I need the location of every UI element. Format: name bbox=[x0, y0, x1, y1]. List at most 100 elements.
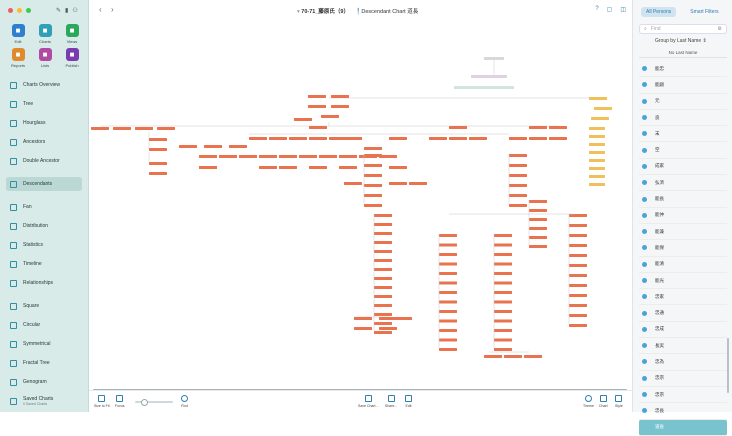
tile-lists[interactable]: ■Lists bbox=[33, 48, 57, 68]
tab-smart-filters[interactable]: Smart Filters bbox=[690, 9, 719, 15]
person-node[interactable] bbox=[249, 137, 267, 140]
sidebar-item-hourglass[interactable]: Hourglass bbox=[6, 116, 82, 130]
person-node[interactable] bbox=[157, 127, 175, 130]
sidebar-item-statistics[interactable]: Statistics bbox=[6, 238, 82, 252]
person-node[interactable] bbox=[494, 281, 512, 285]
person-node[interactable] bbox=[374, 313, 392, 316]
person-node[interactable] bbox=[331, 105, 349, 108]
person-row[interactable]: 忠通 bbox=[639, 305, 727, 322]
person-node[interactable] bbox=[319, 155, 337, 158]
person-node[interactable] bbox=[449, 137, 467, 140]
person-node[interactable] bbox=[509, 137, 527, 140]
person-node[interactable] bbox=[374, 214, 392, 217]
settings-icon[interactable]: ⚙ bbox=[717, 26, 722, 32]
person-node[interactable] bbox=[199, 166, 217, 169]
person-node[interactable] bbox=[374, 232, 392, 235]
sidebar-item-fan[interactable]: Fan bbox=[6, 200, 82, 214]
person-node[interactable] bbox=[364, 184, 382, 187]
person-node[interactable] bbox=[113, 127, 131, 130]
person-node[interactable] bbox=[439, 272, 457, 275]
person-node[interactable] bbox=[494, 234, 512, 237]
size-to-fit-button[interactable]: Size to Fit bbox=[94, 395, 110, 408]
sidebar-item-ancestors[interactable]: Ancestors bbox=[6, 135, 82, 149]
person-node[interactable] bbox=[439, 319, 457, 323]
person-row[interactable]: 能保 bbox=[639, 240, 727, 257]
person-row[interactable]: 能兼 bbox=[639, 224, 727, 241]
person-node[interactable] bbox=[309, 126, 327, 129]
tab-all-persons[interactable]: All Persons bbox=[641, 7, 677, 17]
person-node[interactable] bbox=[439, 348, 457, 351]
person-node[interactable] bbox=[569, 284, 587, 287]
sidebar-item-genogram[interactable]: Genogram bbox=[6, 375, 82, 389]
person-node[interactable] bbox=[509, 174, 527, 177]
zoom-window-button[interactable] bbox=[26, 8, 31, 13]
sidebar-item-tree[interactable]: Tree bbox=[6, 97, 82, 111]
person-row[interactable]: 道長 bbox=[639, 419, 727, 436]
person-node[interactable] bbox=[591, 117, 609, 120]
person-node[interactable] bbox=[589, 183, 605, 186]
person-node[interactable] bbox=[569, 264, 587, 267]
focus-button[interactable]: Focus bbox=[115, 395, 125, 408]
person-node[interactable] bbox=[509, 154, 527, 157]
zoom-slider[interactable] bbox=[135, 399, 173, 406]
group-by-select[interactable]: Group by Last Name ⇕ bbox=[655, 38, 707, 44]
person-node[interactable] bbox=[569, 254, 587, 257]
chart-canvas[interactable] bbox=[89, 22, 632, 390]
sidebar-right-icon[interactable]: ◫ bbox=[620, 7, 626, 13]
person-node[interactable] bbox=[509, 184, 527, 187]
person-node[interactable] bbox=[439, 243, 457, 247]
person-node[interactable] bbox=[339, 155, 357, 158]
person-node[interactable] bbox=[589, 127, 605, 130]
person-node[interactable] bbox=[374, 295, 392, 298]
person-node[interactable] bbox=[569, 234, 587, 237]
person-node[interactable] bbox=[364, 194, 382, 197]
person-node[interactable] bbox=[294, 118, 312, 121]
person-node[interactable] bbox=[344, 137, 362, 140]
person-node[interactable] bbox=[589, 143, 605, 146]
window-icon[interactable]: ▢ bbox=[606, 7, 613, 13]
theme-button[interactable]: Theme bbox=[583, 395, 594, 408]
person-node[interactable] bbox=[504, 355, 522, 358]
person-node[interactable] bbox=[179, 145, 197, 148]
person-node[interactable] bbox=[529, 236, 547, 239]
person-node[interactable] bbox=[309, 166, 327, 169]
person-node[interactable] bbox=[569, 314, 587, 317]
minimize-window-button[interactable] bbox=[17, 8, 22, 13]
person-row[interactable]: 能清 bbox=[639, 257, 727, 273]
person-node[interactable] bbox=[494, 291, 512, 294]
person-node[interactable] bbox=[524, 355, 542, 358]
person-row[interactable]: 長実 bbox=[639, 338, 727, 355]
person-node[interactable] bbox=[454, 86, 514, 89]
person-node[interactable] bbox=[529, 126, 547, 129]
person-node[interactable] bbox=[135, 127, 153, 130]
person-node[interactable] bbox=[379, 327, 397, 330]
person-node[interactable] bbox=[364, 174, 382, 177]
person-node[interactable] bbox=[529, 227, 547, 230]
person-node[interactable] bbox=[91, 127, 109, 130]
person-row[interactable]: 良 bbox=[639, 110, 727, 127]
person-node[interactable] bbox=[354, 317, 372, 320]
person-node[interactable] bbox=[569, 294, 587, 297]
person-node[interactable] bbox=[569, 214, 587, 217]
person-node[interactable] bbox=[494, 262, 512, 266]
person-node[interactable] bbox=[589, 97, 607, 100]
person-row[interactable]: 能光 bbox=[639, 273, 727, 290]
person-node[interactable] bbox=[494, 348, 512, 351]
person-node[interactable] bbox=[308, 105, 326, 108]
person-node[interactable] bbox=[374, 259, 392, 262]
person-node[interactable] bbox=[279, 155, 297, 158]
share-button[interactable]: Share... bbox=[385, 395, 397, 408]
person-node[interactable] bbox=[354, 327, 372, 330]
person-node[interactable] bbox=[569, 244, 587, 247]
person-node[interactable] bbox=[149, 172, 167, 175]
person-node[interactable] bbox=[239, 155, 257, 158]
person-node[interactable] bbox=[439, 300, 457, 304]
person-node[interactable] bbox=[529, 209, 547, 212]
person-node[interactable] bbox=[229, 145, 247, 148]
edit-button[interactable]: Edit bbox=[405, 395, 412, 408]
person-node[interactable] bbox=[494, 243, 512, 247]
person-node[interactable] bbox=[494, 338, 512, 342]
person-node[interactable] bbox=[484, 355, 502, 358]
person-node[interactable] bbox=[509, 194, 527, 197]
person-node[interactable] bbox=[409, 182, 427, 185]
